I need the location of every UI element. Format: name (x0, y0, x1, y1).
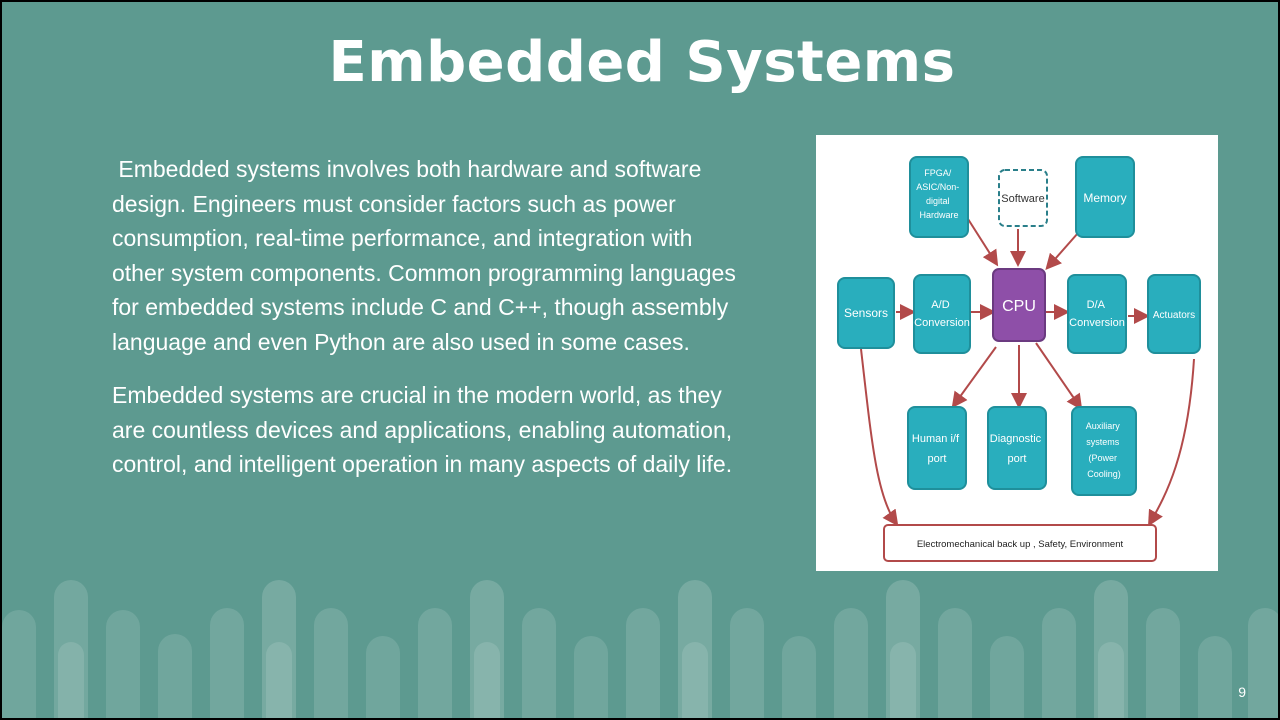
paragraph: Embedded systems are crucial in the mode… (112, 382, 733, 477)
svg-text:Human i/f port: Human i/f port (912, 433, 962, 465)
actuators-label: Actuators (1153, 310, 1195, 321)
diagram-label: Conversion (914, 317, 970, 329)
decorative-bars (2, 580, 1278, 718)
svg-text:A/D Conversion: A/D Conversion (914, 299, 970, 329)
paragraph: Embedded systems involves both hardware … (112, 156, 743, 355)
backup-label: Electromechanical back up , Safety, Envi… (917, 539, 1124, 550)
diagram-label: port (1008, 453, 1027, 465)
diagram-label: Auxiliary (1086, 421, 1121, 431)
diagram-label: D/A (1087, 299, 1106, 311)
memory-label: Memory (1083, 191, 1126, 205)
diagram-label: Conversion (1069, 317, 1125, 329)
svg-text:D/A Conversion: D/A Conversion (1069, 299, 1125, 329)
diagram-label: digital (926, 196, 950, 206)
arrows (860, 218, 1195, 527)
slide-title: Embedded Systems (328, 30, 956, 95)
svg-text:FPGA/ ASIC/Non-: FPGA/ ASIC/Non- digital Hardware (916, 168, 962, 220)
diagram-label: Hardware (919, 210, 958, 220)
cpu-label: CPU (1002, 298, 1036, 315)
diagram-label: Diagnostic (990, 433, 1042, 445)
diagram-label: A/D (931, 299, 949, 311)
diagram-label: FPGA/ (924, 168, 952, 178)
diagram-label: (Power (1088, 453, 1117, 463)
diagram-label: port (928, 453, 947, 465)
software-label: Software (1001, 193, 1044, 205)
diagram-label: ASIC/Non- (916, 182, 959, 192)
diagram-label: Cooling) (1087, 469, 1121, 479)
svg-text:Auxiliary systems: Auxiliary systems (Power Cooling) (1086, 421, 1123, 479)
svg-text:Diagnostic port: Diagnostic port (990, 433, 1044, 465)
diagram-label: Human i/f (912, 433, 960, 445)
sensors-label: Sensors (844, 306, 888, 320)
embedded-system-diagram: FPGA/ ASIC/Non- digital Hardware Softwar… (816, 135, 1218, 571)
diagram-label: systems (1086, 437, 1120, 447)
page-number: 9 (1238, 684, 1246, 700)
slide-body: Embedded systems involves both hardware … (112, 152, 742, 501)
